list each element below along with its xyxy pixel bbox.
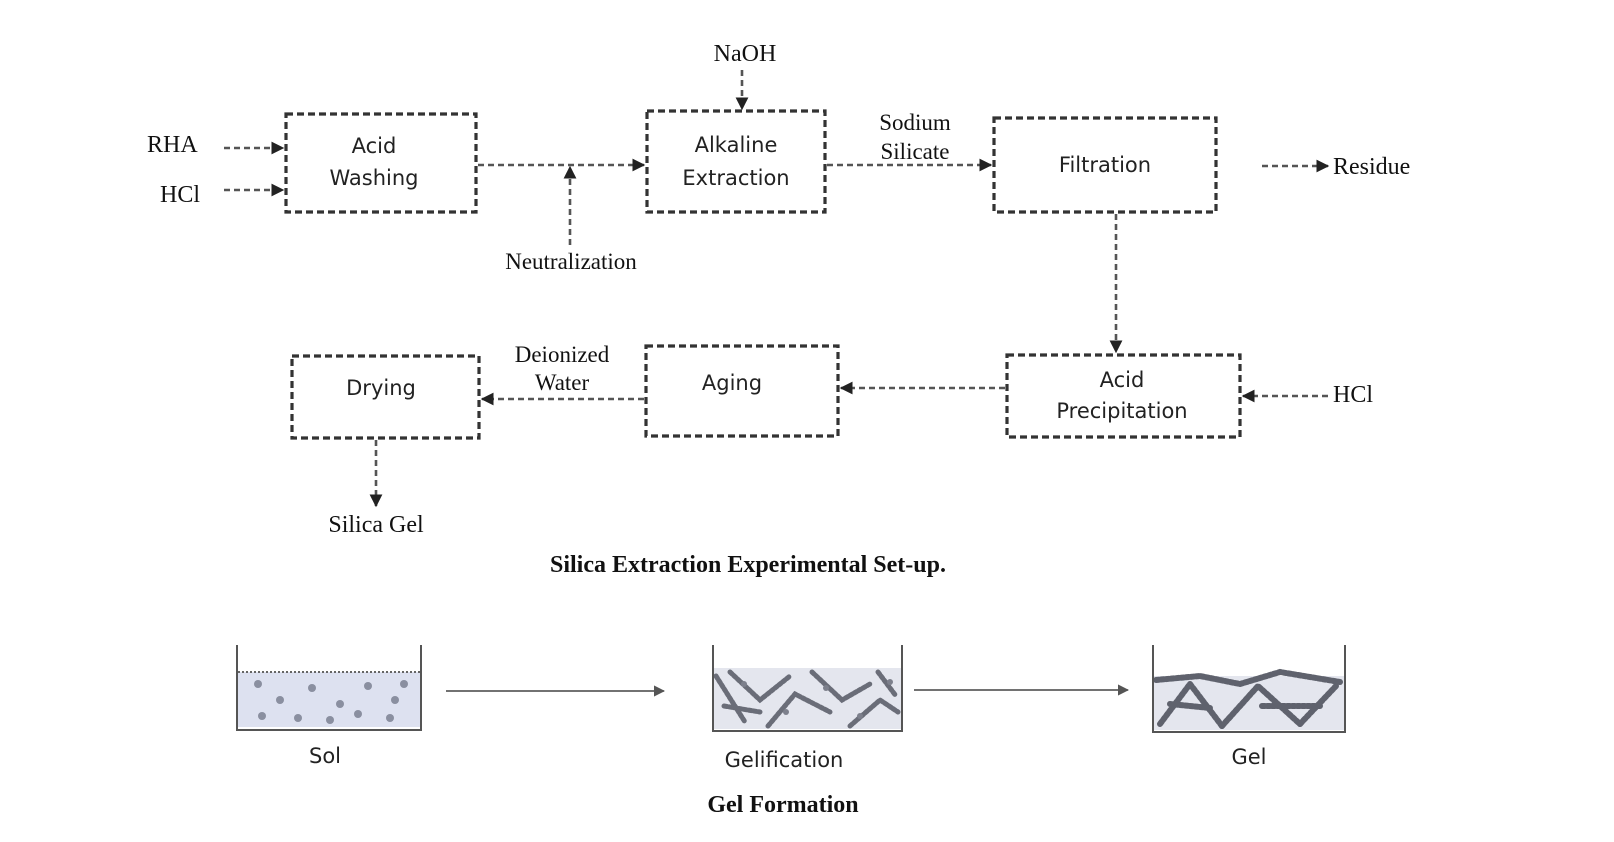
rha-label: RHA: [147, 132, 198, 158]
sol-beaker: [236, 645, 422, 731]
acid-washing-label-line2: Washing: [329, 166, 418, 190]
filtration-label: Filtration: [1059, 153, 1151, 177]
gel-label: Gel: [1231, 745, 1266, 769]
neutralization-label: Neutralization: [505, 249, 637, 274]
drying-box: [290, 354, 481, 440]
setup-title: Silica Extraction Experimental Set-up.: [550, 552, 946, 578]
alkaline-extraction-label-line1: Alkaline: [695, 133, 778, 157]
drying-label: Drying: [346, 376, 416, 400]
gel-formation-title: Gel Formation: [707, 792, 858, 818]
hcl-input-label: HCl: [160, 182, 200, 208]
deionized-water-label-line1: Deionized: [515, 342, 610, 367]
filtration-box: [992, 116, 1218, 214]
aging-label: Aging: [702, 371, 762, 395]
hcl-precipitation-label: HCl: [1333, 382, 1373, 408]
gelification-beaker: [712, 645, 903, 732]
alkaline-extraction-box: [645, 109, 827, 214]
sodium-silicate-label-line2: Silicate: [881, 139, 950, 164]
acid-precipitation-label-line1: Acid: [1100, 368, 1145, 392]
gel-beaker: [1152, 645, 1346, 733]
sol-label: Sol: [309, 744, 341, 768]
gelification-label: Gelification: [725, 748, 844, 772]
alkaline-extraction-label-line2: Extraction: [682, 166, 789, 190]
acid-precipitation-box: [1005, 353, 1242, 439]
acid-precipitation-label-line2: Precipitation: [1056, 399, 1187, 423]
aging-box: [644, 344, 840, 438]
deionized-water-label-line2: Water: [535, 370, 590, 395]
acid-washing-box: [284, 112, 478, 214]
silica-gel-label: Silica Gel: [328, 512, 424, 538]
residue-label: Residue: [1333, 154, 1410, 180]
acid-washing-label-line1: Acid: [352, 134, 397, 158]
naoh-label: NaOH: [714, 41, 777, 67]
sodium-silicate-label-line1: Sodium: [879, 110, 951, 135]
